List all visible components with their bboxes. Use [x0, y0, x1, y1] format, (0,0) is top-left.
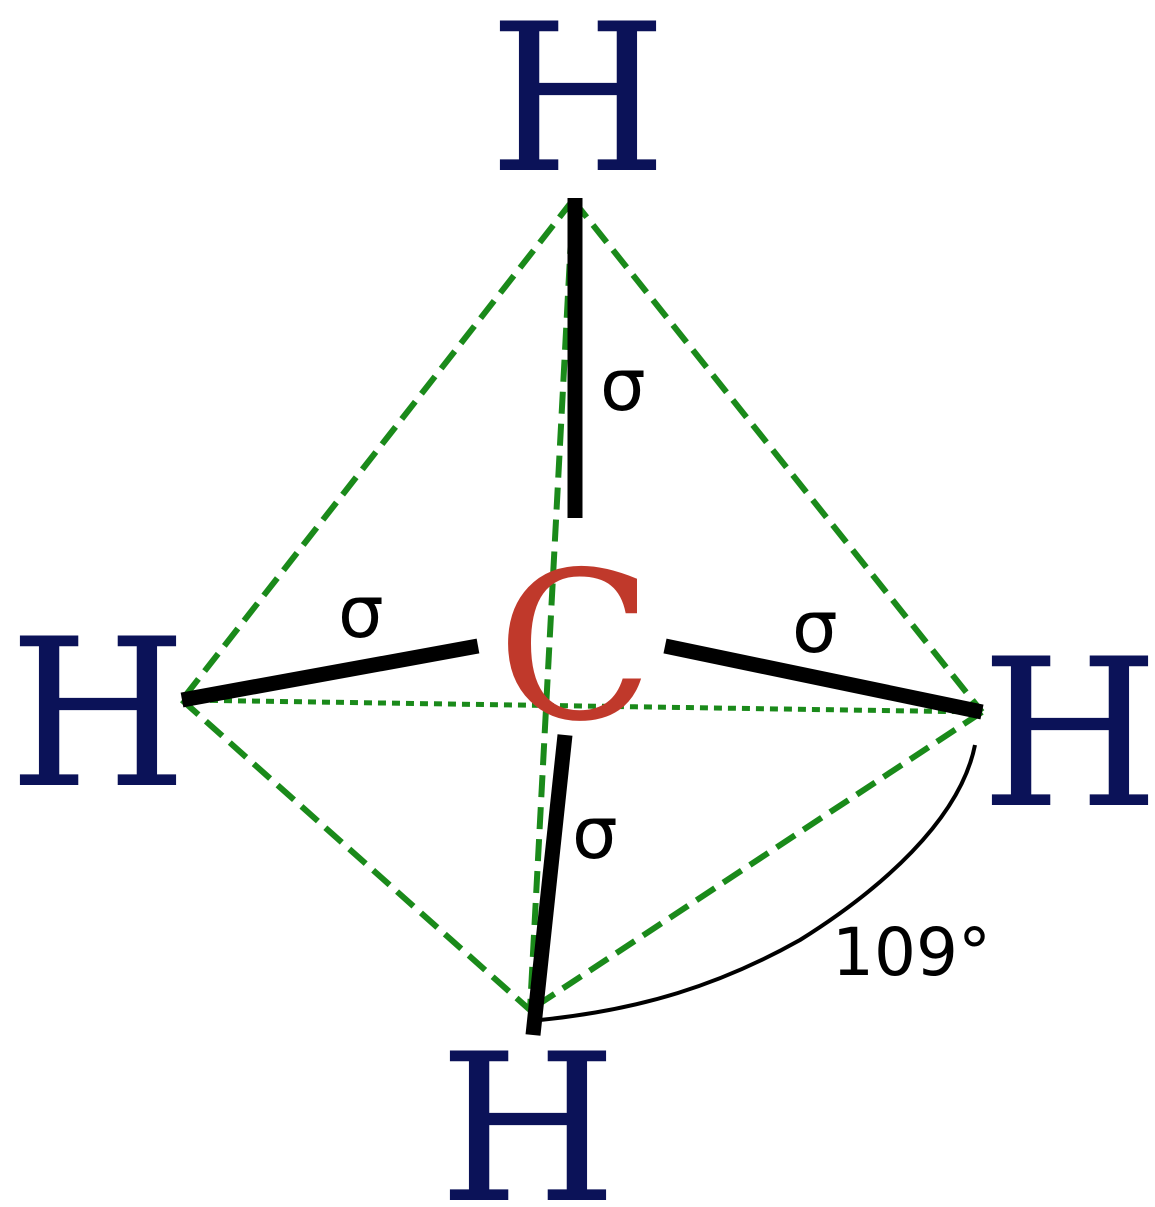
hydrogen-atom-top: H	[489, 0, 668, 219]
bond-angle-label: 109°	[832, 914, 991, 991]
edge-top-bottom	[527, 199, 576, 1011]
tetrahedron-edges	[179, 198, 985, 1013]
hydrogen-atom-left: H	[9, 596, 188, 834]
edge-left-bottom	[180, 697, 532, 1013]
sigma-bonds	[180, 198, 984, 1036]
bond-right	[663, 638, 984, 720]
sigma-label-top: σ	[600, 343, 646, 427]
carbon-atom: C	[497, 529, 654, 767]
bond-bottom	[525, 734, 573, 1036]
edge-top-right	[570, 198, 985, 714]
hydrogen-atom-bottom: H	[439, 1011, 618, 1207]
bond-left	[180, 638, 480, 708]
edge-right-bottom	[528, 709, 984, 1013]
edge-left-right	[181, 697, 983, 715]
hydrogen-atom-right: H	[981, 616, 1155, 854]
bond-angle-arc	[539, 744, 977, 1022]
sigma-label-right: σ	[792, 585, 838, 669]
sigma-label-bottom: σ	[572, 791, 618, 875]
edge-top-left	[179, 198, 576, 702]
sigma-label-left: σ	[338, 570, 384, 654]
